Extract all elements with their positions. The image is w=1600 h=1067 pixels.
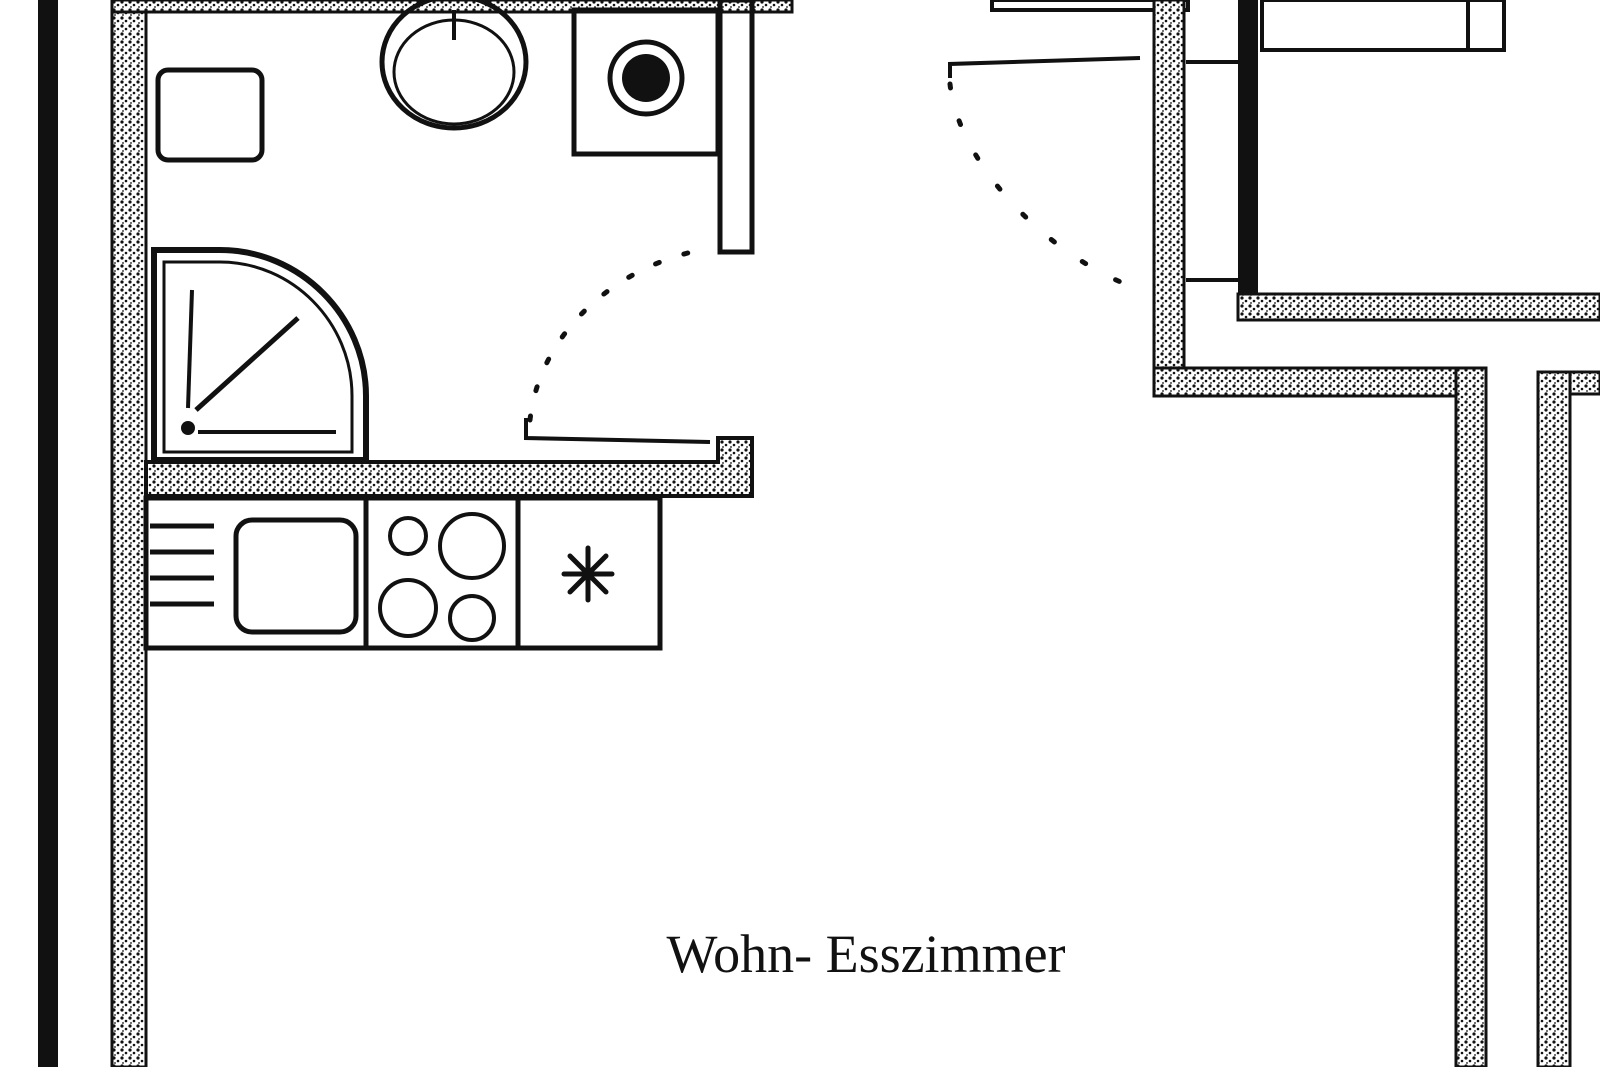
floor-drain (571, 7, 721, 157)
kitchen-drainboard (150, 523, 214, 607)
washbasin (379, 0, 529, 131)
wall-bathroom-right (717, 0, 755, 255)
corner-shower (151, 247, 369, 463)
cooktop (378, 512, 506, 642)
wall-right-outer (1536, 370, 1600, 1067)
toilet (155, 67, 265, 163)
wall-corridor-top (990, 0, 1190, 12)
wall-corridor-bottom (1152, 366, 1486, 398)
wall-corridor-right (1152, 0, 1186, 396)
entrance-door (947, 56, 1141, 289)
kitchen-counter (143, 495, 663, 651)
refrigerator (561, 545, 615, 603)
bathroom-door (524, 245, 715, 444)
kitchen-sink (233, 517, 359, 635)
wall-right-inner (1454, 366, 1488, 1067)
room-top-right-outline (1186, 0, 1600, 322)
exterior-wall-left (38, 0, 58, 1067)
room-label-living-dining: Wohn- Esszimmer (666, 924, 1065, 984)
wall-bathroom-bottom (144, 436, 754, 498)
wall-left-inner (110, 0, 148, 1067)
